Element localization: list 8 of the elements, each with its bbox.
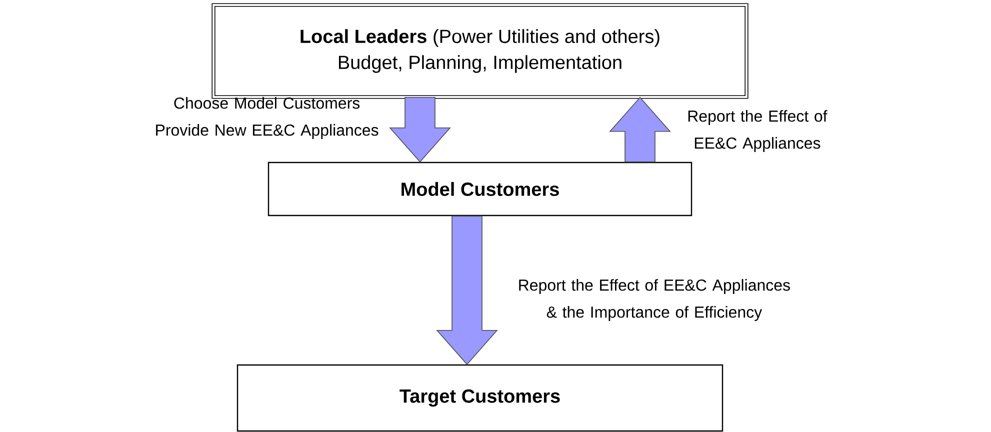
edge-label: Report the Effect of EE&C Appliances (688, 110, 828, 152)
block-arrow (389, 97, 451, 162)
block-arrow (436, 216, 498, 365)
process-box: Model Customers (268, 162, 692, 216)
edge-label: Choose Model Customers Provide New EE&C Appliances (156, 97, 378, 139)
block-arrow (609, 96, 671, 162)
edge-label: Report the Effect of EE&C Appliances & the Importance of Efficiency (519, 279, 790, 321)
process-box: Target Customers (236, 364, 724, 432)
